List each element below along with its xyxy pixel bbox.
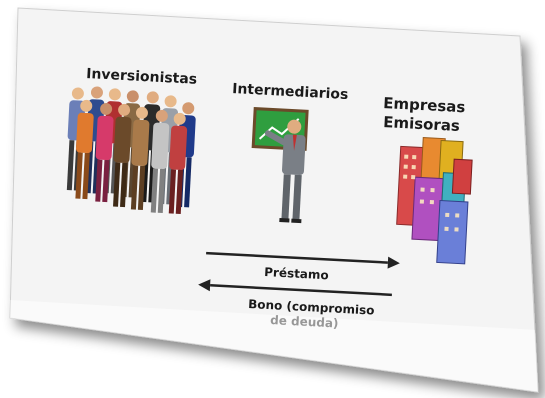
intermediaries-label: Intermediarios bbox=[232, 81, 349, 103]
office-buildings-icon bbox=[396, 137, 473, 265]
issuers-label-line1: Empresas bbox=[383, 94, 466, 116]
bond-arrow bbox=[198, 279, 392, 297]
investors-crowd-icon bbox=[66, 86, 196, 215]
bond-label-line1: Bono (compromiso bbox=[248, 297, 375, 318]
loan-arrow bbox=[206, 251, 400, 269]
glare-overlay bbox=[10, 300, 538, 392]
issuers-label-line2: Emisoras bbox=[383, 113, 461, 135]
loan-label: Préstamo bbox=[264, 265, 329, 282]
investors-label: Inversionistas bbox=[86, 66, 198, 88]
intermediary-presenter-icon bbox=[251, 107, 309, 224]
